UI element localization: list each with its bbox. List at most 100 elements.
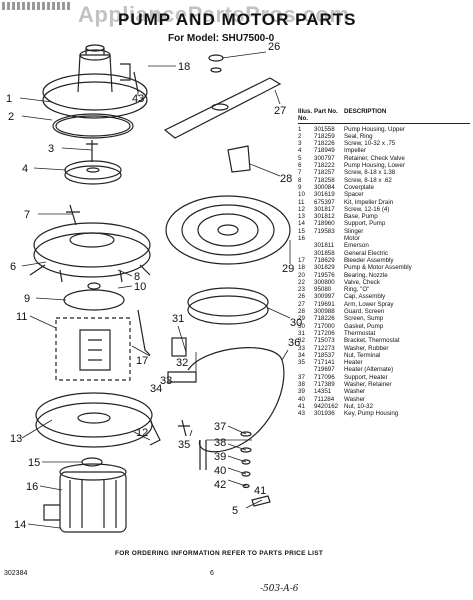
description-cell: Coverplate [344,183,374,191]
illus-no-cell: 7 [298,169,302,177]
illus-no-cell: 30 [298,322,305,330]
callout-16: 16 [26,481,38,493]
callout-18: 18 [178,61,190,73]
description-cell: Heater [344,359,363,367]
part-no-cell: 718537 [314,351,335,359]
callout-11: 11 [16,311,27,323]
illus-no-cell: 32 [298,337,305,345]
description-cell: Washer, Rubber [344,344,389,352]
callout-34: 34 [150,383,162,395]
illus-no-cell: 16 [298,235,305,243]
table-row: 34 718537 Nut, Terminal [298,352,470,359]
description-cell: Screw, 8-18 x .62 [344,176,392,184]
part-no-cell: 95080 [314,286,332,294]
pump-housing-key [133,71,139,93]
illus-no-cell: 2 [298,132,302,140]
callout-36: 36 [288,337,300,349]
retainer [66,204,80,226]
description-cell: Screw, 12-16 (4) [344,205,390,213]
illus-no-cell: 34 [298,351,305,359]
description-cell: Base, Pump [344,213,378,221]
illus-no-cell: 5 [298,154,302,162]
illus-no-cell: 8 [298,176,302,184]
description-cell: Washer [344,388,366,396]
col-illus-no: Illus. No. [298,108,313,123]
description-cell: Thermostat [344,329,376,337]
callout-15: 15 [28,457,40,469]
part-no-cell: 718226 [314,315,335,323]
callout-37: 37 [214,421,226,433]
pump-gasket [187,287,269,317]
callout-43: 43 [132,93,144,105]
description-cell: Heater (Alternate) [344,366,394,374]
description-cell: Emerson [344,242,369,250]
illus-no-cell: 27 [298,300,305,308]
part-no-cell: 718949 [314,147,335,155]
illus-no-cell: 40 [298,395,305,403]
callout-6: 6 [10,261,16,273]
description-cell: Kit, Impeller Drain [344,198,394,206]
callout-10: 10 [134,281,146,293]
description-cell: Cap, Assembly [344,293,386,301]
screw-3 [86,140,98,162]
description-cell: Nut, 10-32 [344,402,373,410]
washer-35 [178,419,190,437]
part-no-cell: 300797 [314,154,335,162]
illus-no-cell: 4 [298,147,302,155]
callout-7: 7 [24,209,30,221]
illus-no-cell: 3 [298,140,302,148]
table-row: 16 Motor [298,235,470,242]
part-no-cell: 717096 [314,373,335,381]
model-number: For Model: SHU7500-0 [168,33,275,44]
part-no-cell: 300800 [314,278,335,286]
callout-8: 8 [134,271,140,283]
illus-no-cell: 22 [298,278,305,286]
part-no-cell: 717389 [314,380,335,388]
illus-no-cell: 6 [298,162,302,170]
part-no-cell: 717141 [314,359,335,367]
illus-no-cell: 23 [298,286,305,294]
illus-no-cell: 41 [298,402,305,410]
description-cell: Motor [344,235,360,243]
illus-no-cell: 43 [298,410,305,418]
illus-no-cell: 39 [298,388,305,396]
part-no-cell: 719697 [314,366,335,374]
lower-pump-housing [29,222,151,283]
description-cell: Key, Pump Housing [344,410,399,418]
illus-no-cell: 1 [298,125,302,133]
callout-28: 28 [280,173,292,185]
callout-30: 30 [290,317,302,329]
part-no-cell: 9420162 [314,402,339,410]
description-cell: Pump Housing, Lower [344,162,405,170]
description-cell: Screw, 10-32 x .75 [344,140,396,148]
thermostat [171,337,187,357]
pump-base [35,392,161,448]
description-cell: Bearing, Nozzle [344,271,388,279]
part-no-cell: 301812 [314,213,335,221]
ordering-note: FOR ORDERING INFORMATION REFER TO PARTS … [115,550,324,557]
parts-table-header: Illus. No. Part No. DESCRIPTION [298,108,470,124]
callout-32: 32 [176,357,188,369]
description-cell: Nut, Terminal [344,351,381,359]
impeller-drain-kit [55,317,131,381]
part-no-cell: 718960 [314,220,335,228]
part-no-cell: 712273 [314,344,335,352]
part-no-cell: 675397 [314,198,335,206]
sump-screen [165,195,291,265]
callout-39: 39 [214,451,226,463]
